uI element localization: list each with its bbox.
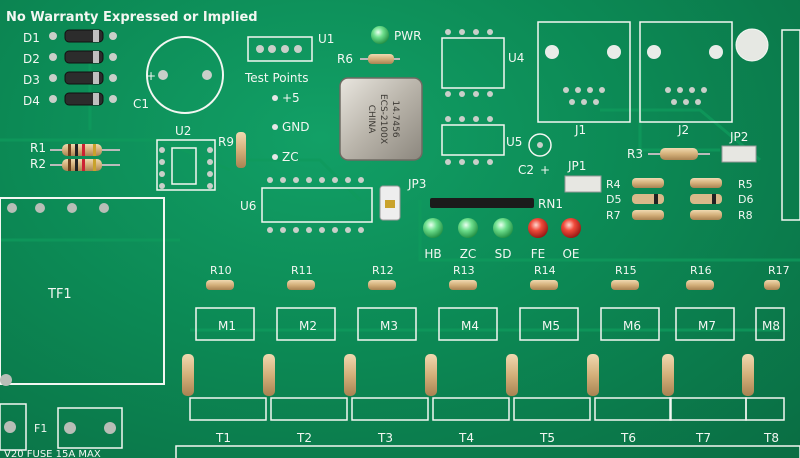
label-j1: J1 (574, 123, 586, 137)
label-r4: R4 (606, 178, 621, 191)
tp-zc-label: ZC (282, 150, 299, 164)
led-label-fe: FE (531, 247, 545, 261)
label-r10: R10 (210, 264, 232, 277)
label-m6: M6 (623, 319, 641, 333)
label-m1: M1 (218, 319, 236, 333)
crystal-oscillator: 14.7456 ECS-2100X CHINA (339, 77, 423, 161)
label-m2: M2 (299, 319, 317, 333)
label-r16: R16 (690, 264, 712, 277)
label-r8: R8 (738, 209, 753, 222)
label-r15: R15 (615, 264, 637, 277)
label-u6: U6 (240, 199, 256, 213)
label-u5: U5 (506, 135, 522, 149)
label-m8: M8 (762, 319, 780, 333)
label-c2: C2 (518, 163, 534, 177)
label-t2: T2 (296, 431, 312, 445)
label-u4: U4 (508, 51, 524, 65)
label-m5: M5 (542, 319, 560, 333)
led-hb (423, 218, 443, 238)
label-d1: D1 (23, 31, 40, 45)
label-jp3: JP3 (407, 177, 426, 191)
label-u2: U2 (175, 124, 191, 138)
label-r5: R5 (738, 178, 753, 191)
label-c2-plus: + (540, 163, 550, 177)
label-r1: R1 (30, 141, 46, 155)
label-tf1: TF1 (47, 287, 72, 302)
label-m7: M7 (698, 319, 716, 333)
led-label-sd: SD (495, 247, 512, 261)
disclaimer-text: No Warranty Expressed or Implied (6, 10, 258, 25)
label-d2: D2 (23, 52, 40, 66)
led-sd (493, 218, 513, 238)
test-points-title: Test Points (244, 71, 309, 85)
label-d3: D3 (23, 73, 40, 87)
label-d4: D4 (23, 94, 40, 108)
label-m3: M3 (380, 319, 398, 333)
crystal-line3: CHINA (366, 105, 376, 134)
tp-gnd-label: GND (282, 120, 310, 134)
led-oe (561, 218, 581, 238)
led-label-zc: ZC (460, 247, 477, 261)
label-t4: T4 (458, 431, 474, 445)
label-c1-plus: + (146, 69, 156, 83)
label-f1: F1 (34, 422, 47, 435)
crystal-line1: 14.7456 (390, 100, 400, 137)
c1-outline (146, 36, 224, 114)
label-u1: U1 (318, 32, 334, 46)
label-d6: D6 (738, 193, 753, 206)
label-j2: J2 (677, 123, 689, 137)
label-r2: R2 (30, 157, 46, 171)
label-r13: R13 (453, 264, 475, 277)
pwr-led (371, 26, 389, 44)
label-m4: M4 (461, 319, 479, 333)
label-pwr: PWR (394, 29, 421, 43)
led-label-hb: HB (424, 247, 441, 261)
label-t6: T6 (620, 431, 636, 445)
crystal-line2: ECS-2100X (378, 94, 388, 144)
label-r12: R12 (372, 264, 394, 277)
label-jp2: JP2 (729, 130, 748, 144)
tp-5v-label: +5 (282, 91, 300, 105)
label-jp1: JP1 (567, 159, 586, 173)
fuse-rating-text: V20 FUSE 15A MAX (4, 449, 101, 458)
label-c1: C1 (133, 97, 149, 111)
label-t8: T8 (763, 431, 779, 445)
label-t1: T1 (215, 431, 231, 445)
label-r3: R3 (627, 147, 643, 161)
led-label-oe: OE (562, 247, 579, 261)
label-rn1: RN1 (538, 197, 563, 211)
label-r14: R14 (534, 264, 556, 277)
label-r7: R7 (606, 209, 621, 222)
label-r17: R17 (768, 264, 790, 277)
label-r6: R6 (337, 52, 353, 66)
label-r11: R11 (291, 264, 313, 277)
label-t3: T3 (377, 431, 393, 445)
led-fe (528, 218, 548, 238)
label-t7: T7 (695, 431, 711, 445)
label-t5: T5 (539, 431, 555, 445)
label-d5: D5 (606, 193, 621, 206)
label-r9: R9 (218, 135, 234, 149)
led-zc (458, 218, 478, 238)
